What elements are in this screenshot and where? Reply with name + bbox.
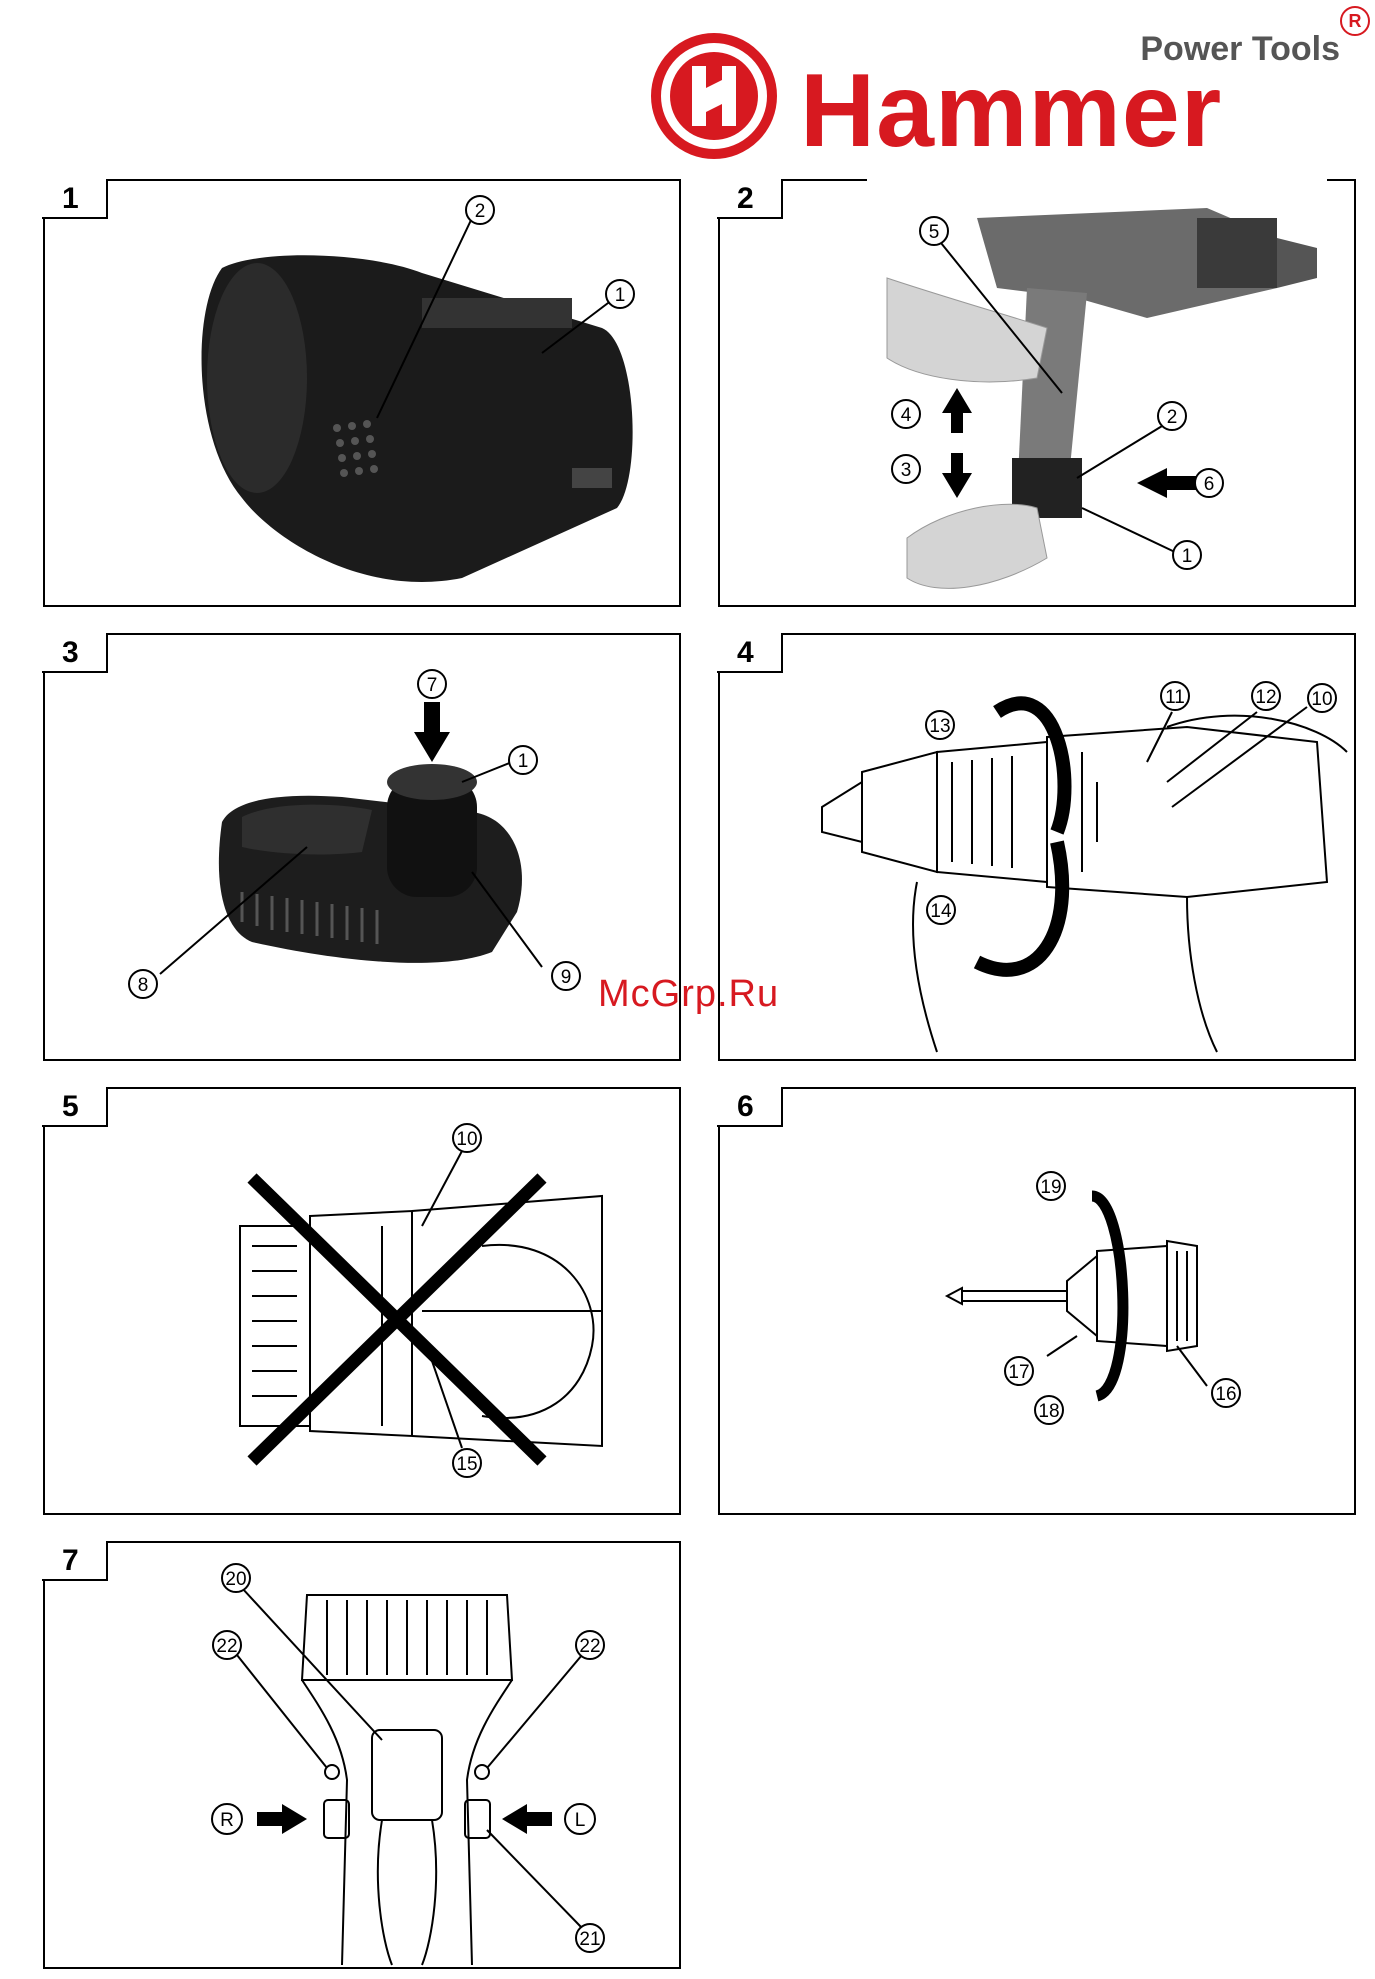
- figure-1-panel: 2 1 1: [42, 178, 682, 608]
- figure-2-callout-3: 3: [901, 460, 912, 481]
- registered-mark: R: [1340, 6, 1370, 36]
- figure-2-frame: 5 4 3 2 6 1: [717, 178, 1357, 608]
- figure-4-callout-14: 14: [930, 901, 952, 922]
- figure-4-callout-11: 11: [1165, 687, 1185, 708]
- figure-7-direction-right-label: R: [220, 1810, 234, 1831]
- figure-6-panel: 19 17 18 16 6: [717, 1086, 1357, 1516]
- figure-1-callout-2: 2: [475, 201, 486, 222]
- figure-7-number: 7: [62, 1544, 79, 1578]
- figure-3-callout-1: 1: [518, 751, 529, 772]
- figure-3-number: 3: [62, 636, 79, 670]
- figure-1-callout-1: 1: [615, 285, 626, 306]
- figure-6-number: 6: [737, 1090, 754, 1124]
- figure-5-number: 5: [62, 1090, 79, 1124]
- figure-2-callout-6: 6: [1204, 474, 1215, 495]
- hammer-logo: Power Tools Hammer R: [650, 30, 1370, 160]
- figure-2-panel: 5 4 3 2 6 1 2: [717, 178, 1357, 608]
- figure-6-callout-18: 18: [1038, 1401, 1059, 1422]
- figure-5-frame: 10 15: [42, 1086, 682, 1516]
- figure-4-frame: 11 12 10 13 14: [717, 632, 1357, 1062]
- figure-6-callout-17: 17: [1008, 1362, 1029, 1383]
- hammer-logo-mark-icon: [650, 32, 778, 160]
- figure-1-frame: 2 1: [42, 178, 682, 608]
- figure-2-callout-1: 1: [1182, 546, 1193, 567]
- watermark-text: McGrp.Ru: [598, 973, 779, 1016]
- figure-7-callout-22-left: 22: [216, 1636, 237, 1657]
- figure-5-callout-15: 15: [456, 1454, 477, 1475]
- figure-3-panel: 7 1 8 9 3: [42, 632, 682, 1062]
- figure-7-frame: 20 22 22 21 R L: [42, 1540, 682, 1970]
- figure-1-number: 1: [62, 182, 79, 216]
- figure-6-callout-16: 16: [1215, 1384, 1236, 1405]
- figure-2-callout-5: 5: [929, 222, 940, 243]
- figure-2-callout-4: 4: [901, 405, 912, 426]
- figure-7-panel: 20 22 22 21 R L 7: [42, 1540, 682, 1970]
- figure-2-number: 2: [737, 182, 754, 216]
- figure-3-frame: 7 1 8 9: [42, 632, 682, 1062]
- figure-2-callout-2: 2: [1167, 407, 1178, 428]
- figure-7-callout-20: 20: [225, 1569, 246, 1590]
- figure-7-direction-left-label: L: [575, 1810, 586, 1831]
- figure-7-callout-22-right: 22: [579, 1636, 600, 1657]
- figure-4-callout-13: 13: [929, 716, 950, 737]
- figure-3-callout-7: 7: [427, 675, 438, 696]
- figure-5-callout-10: 10: [456, 1129, 477, 1150]
- figure-6-callout-19: 19: [1040, 1177, 1061, 1198]
- figure-5-panel: 10 15 5: [42, 1086, 682, 1516]
- figure-6-frame: 19 17 18 16: [717, 1086, 1357, 1516]
- brand-name: Hammer: [800, 52, 1222, 171]
- figure-4-number: 4: [737, 636, 754, 670]
- figure-4-callout-12: 12: [1255, 687, 1276, 708]
- figure-7-callout-21: 21: [579, 1929, 600, 1950]
- figure-4-panel: 11 12 10 13 14 4: [717, 632, 1357, 1062]
- figure-3-callout-9: 9: [561, 967, 572, 988]
- figure-3-callout-8: 8: [138, 975, 149, 996]
- figure-4-callout-10: 10: [1311, 689, 1332, 710]
